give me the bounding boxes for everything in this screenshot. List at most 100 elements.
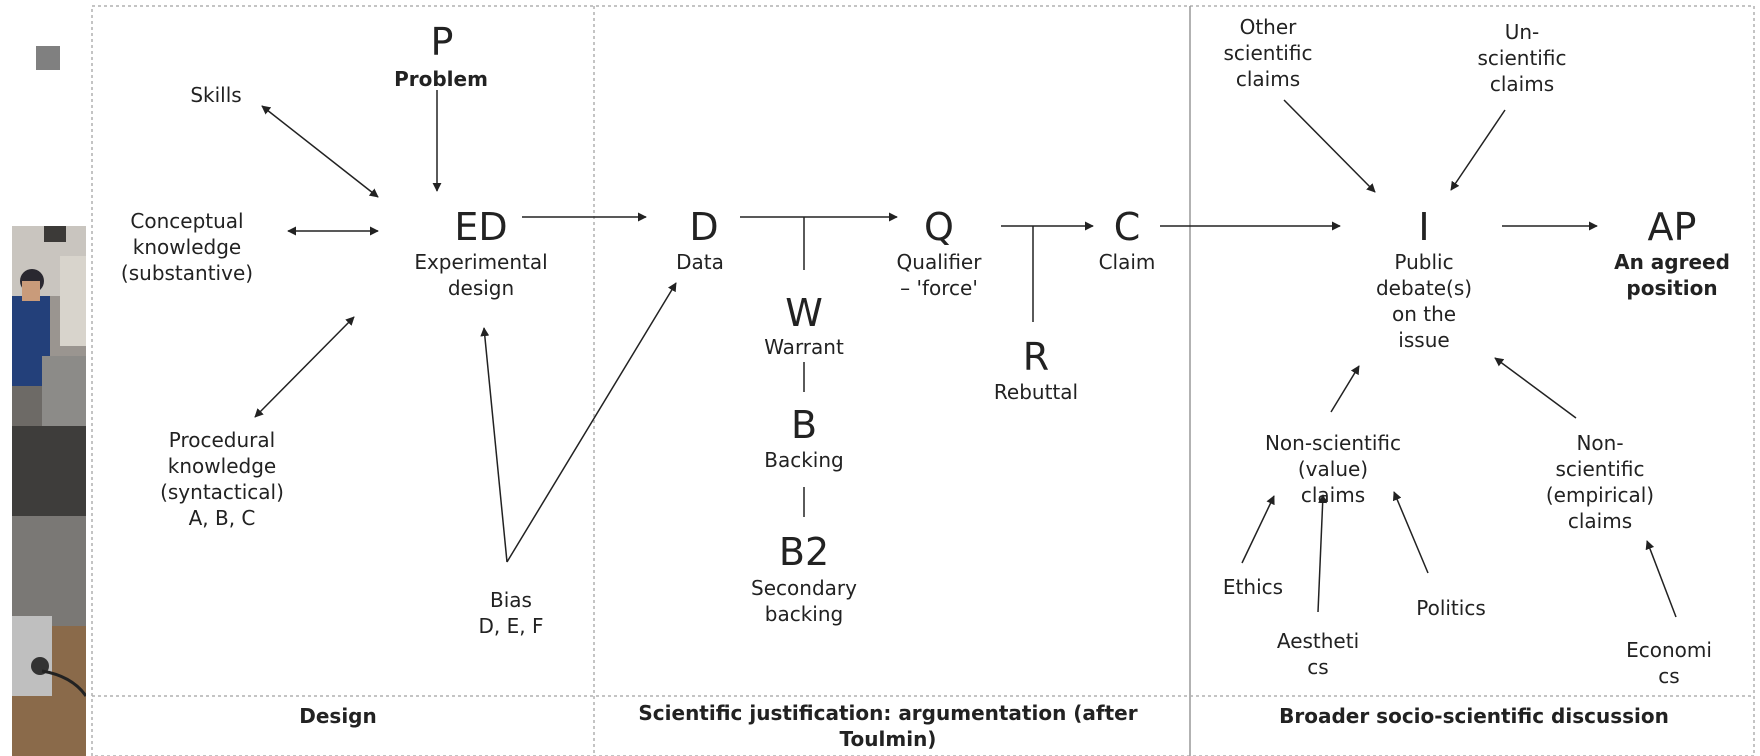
node-r-label-line: Rebuttal [994,380,1078,404]
label-un-scientific-line: claims [1490,72,1554,96]
node-c-letter: C [1114,205,1141,249]
node-i-label-line: debate(s) [1376,276,1472,300]
label-politics-line: Politics [1416,596,1486,620]
node-d-label-line: Data [676,250,724,274]
label-other-scientific-line: scientific [1224,41,1313,65]
diagram-frame [91,5,1755,756]
node-ap-letter: AP [1648,205,1697,249]
label-conceptual-line: Conceptual [130,209,243,233]
label-skills: Skills [190,83,241,107]
label-conceptual-line: knowledge [133,235,241,259]
section-justification-line: Scientific justification: argumentation … [638,701,1137,725]
label-economics-line: cs [1658,664,1679,688]
section-justification-line: Toulmin) [840,727,937,751]
label-conceptual-line: (substantive) [121,261,253,285]
node-b2-label-line: backing [765,602,843,626]
label-nonsci-value-line: Non-scientific [1265,431,1401,455]
node-p-label: Problem [394,67,488,91]
node-c-label: Claim [1099,250,1156,274]
arrow-aesthetics-value [1317,494,1328,613]
node-b2-letter: B2 [779,530,829,574]
label-ethics: Ethics [1223,575,1283,599]
label-procedural-line: A, B, C [189,506,256,530]
label-un-scientific-line: Un- [1505,20,1540,44]
label-nonsci-empirical-line: scientific [1556,457,1645,481]
node-d-letter: D [689,205,718,249]
label-nonsci-empirical-line: claims [1568,509,1632,533]
label-nonsci-empirical: Non-scientific(empirical)claims [1546,431,1654,533]
node-ed-letter: ED [454,205,507,249]
node-b-label: Backing [764,448,843,472]
arrow-skills-ed [261,105,379,198]
section-broader: Broader socio-scientific discussion [1279,704,1669,728]
label-other-scientific-line: Other [1240,15,1298,39]
label-procedural-line: (syntactical) [160,480,284,504]
node-p-label-line: Problem [394,67,488,91]
side-photo [12,226,86,756]
arrow-procedural-ed [254,316,355,418]
node-b-letter: B [791,403,817,447]
node-i-letter: I [1418,205,1429,249]
label-nonsci-value-line: claims [1301,483,1365,507]
label-economics-line: Economi [1626,638,1712,662]
arrow-bias-ed [480,327,508,563]
node-b2-label-line: Secondary [751,576,857,600]
label-nonsci-empirical-line: (empirical) [1546,483,1654,507]
node-w-label-line: Warrant [764,335,844,359]
label-nonsci-value: Non-scientific(value)claims [1265,431,1401,507]
arrow-bias-d [506,282,677,563]
label-nonsci-value-line: (value) [1298,457,1368,481]
arrow-unsci-i [1450,109,1506,191]
arrow-economics-empirical [1645,540,1677,618]
label-nonsci-empirical-line: Non- [1576,431,1623,455]
node-b-label-line: Backing [764,448,843,472]
node-q-label-line: – 'force' [900,276,978,300]
node-i-label-line: Public [1394,250,1453,274]
node-ap-label-line: An agreed [1614,250,1730,274]
arrow-empirical-i [1494,357,1577,419]
label-politics: Politics [1416,596,1486,620]
node-ap-label-line: position [1626,276,1717,300]
arrow-ethics-value [1241,495,1275,564]
section-broader-line: Broader socio-scientific discussion [1279,704,1669,728]
photo-image [12,226,86,756]
node-q-label-line: Qualifier [897,250,983,274]
node-i-label-line: issue [1398,328,1449,352]
section-justification: Scientific justification: argumentation … [638,701,1137,751]
arrow-other-sci-i [1283,99,1376,193]
node-ed-label-line: Experimental [414,250,547,274]
square-icon [36,46,60,70]
label-aesthetics-line: cs [1307,655,1328,679]
node-ed-label-line: design [448,276,514,300]
label-skills-line: Skills [190,83,241,107]
node-i-label-line: on the [1392,302,1456,326]
label-bias-line: Bias [490,588,532,612]
label-other-scientific-line: claims [1236,67,1300,91]
label-procedural-line: knowledge [168,454,276,478]
section-design: Design [299,704,376,728]
node-r-letter: R [1023,335,1049,379]
node-d-label: Data [676,250,724,274]
node-w-letter: W [785,291,823,335]
label-ethics-line: Ethics [1223,575,1283,599]
section-design-line: Design [299,704,376,728]
node-q-letter: Q [924,205,954,249]
label-bias-line: D, E, F [479,614,544,638]
arrow-politics-value [1392,491,1429,574]
label-procedural-line: Procedural [169,428,275,452]
arrow-value-i [1330,365,1360,413]
node-r-label: Rebuttal [994,380,1078,404]
node-q-label: Qualifier– 'force' [897,250,983,300]
